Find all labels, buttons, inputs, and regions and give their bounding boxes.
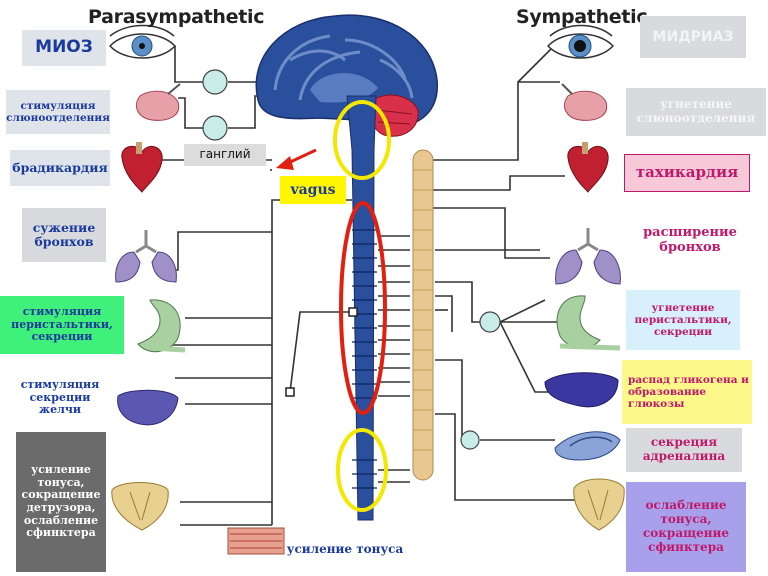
sacral-highlight	[336, 428, 388, 512]
bladder-parasympathetic-label: усиление тонуса, сокращение детрузора, о…	[16, 432, 106, 572]
lungs-icon	[115, 230, 177, 283]
heart-icon	[121, 142, 163, 193]
sympathetic-chain	[412, 149, 434, 481]
salivation-stimulation-label: стимуляция слюноотделения	[6, 90, 110, 134]
bladder-icon-right	[573, 478, 625, 531]
thoracolumbar-highlight	[339, 201, 387, 415]
bradycardia-label: брадикардия	[10, 150, 110, 186]
parasympathetic-heading: Parasympathetic	[88, 6, 265, 28]
salivary-gland-icon-right	[561, 83, 608, 121]
ganglia	[202, 69, 501, 450]
ganglion-label: ганглий	[184, 144, 266, 166]
adrenal-gland-icon	[554, 431, 621, 461]
brain-icon	[255, 14, 438, 137]
peristalsis-inhibition-label: угнетение перистальтики, секреции	[626, 290, 740, 350]
eye-icon-right	[546, 24, 615, 59]
bronchoconstriction-label: сужение бронхов	[22, 208, 106, 262]
eye-icon	[108, 24, 177, 59]
blood-vessel-icon	[227, 527, 285, 555]
mydriasis-label: МИДРИАЗ	[640, 16, 746, 58]
salivation-inhibition-label: угнетение слюноотделения	[626, 88, 766, 136]
glycogenolysis-label: распад гликогена и образование глюкозы	[622, 360, 752, 424]
vessel-tone-label: усиление тонуса	[286, 542, 404, 557]
spinal-cord-icon	[346, 95, 377, 521]
tachycardia-label: тахикардия	[624, 154, 750, 192]
salivary-gland-icon	[136, 83, 181, 121]
arrow-to-ganglion-icon	[276, 148, 317, 170]
bladder-icon	[111, 482, 169, 531]
adrenaline-secretion-label: секреция адреналина	[626, 428, 742, 472]
bile-secretion-label: стимуляция секреции желчи	[21, 372, 99, 424]
stomach-icon	[137, 299, 186, 353]
ganglion-markers	[285, 307, 358, 397]
bladder-sympathetic-label: ослабление тонуса, сокращение сфинктера	[626, 482, 746, 572]
lungs-icon-right	[555, 228, 621, 285]
liver-icon-right	[544, 372, 619, 408]
stomach-icon-right	[556, 295, 621, 351]
peristalsis-stimulation-label: стимуляция перистальтики, секреции	[0, 296, 124, 354]
liver-icon	[117, 389, 179, 426]
heart-icon-right	[567, 142, 609, 193]
vagus-label: vagus	[280, 176, 346, 204]
miosis-label: МИОЗ	[22, 30, 106, 66]
sympathetic-heading: Sympathetic	[516, 6, 648, 28]
bronchodilation-label: расширение бронхов	[628, 216, 752, 266]
brainstem-highlight	[333, 100, 391, 180]
